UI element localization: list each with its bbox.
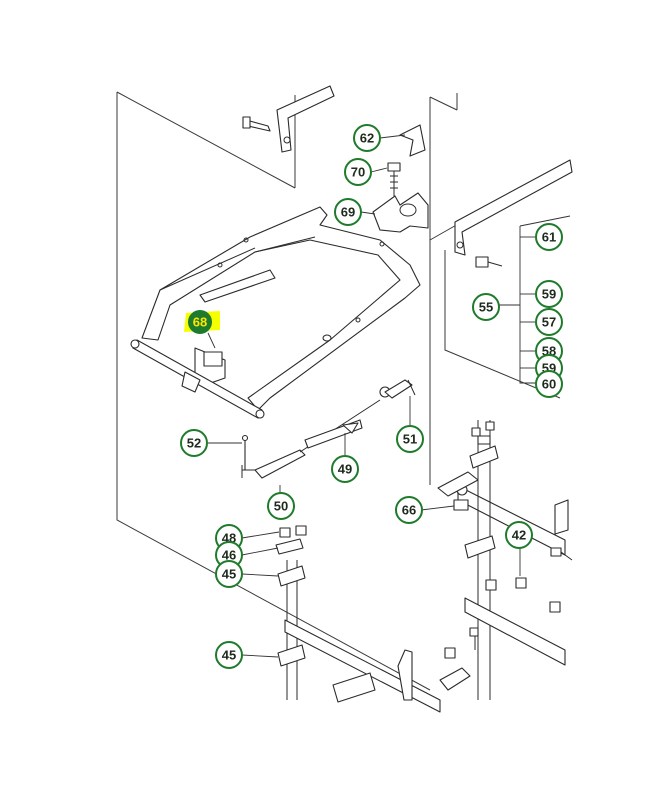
svg-text:66: 66 (402, 503, 416, 518)
callout-46[interactable]: 46 (215, 541, 243, 569)
callout-62[interactable]: 62 (353, 124, 381, 152)
frame-panels (116, 91, 561, 691)
callout-68[interactable]: 68 (188, 310, 212, 334)
callout-49[interactable]: 49 (331, 455, 359, 483)
right-shaft-assembly (420, 420, 573, 700)
callout-55[interactable]: 55 (472, 293, 500, 321)
cable-assembly-part-50 (241, 379, 416, 497)
svg-text:57: 57 (542, 315, 556, 330)
bolt-part-70 (370, 162, 401, 196)
callout-45-upper[interactable]: 45 (215, 560, 243, 588)
svg-text:60: 60 (542, 377, 556, 392)
top-bracket-part (242, 85, 335, 153)
svg-text:69: 69 (341, 205, 355, 220)
callout-69[interactable]: 69 (334, 198, 362, 226)
callout-61[interactable]: 61 (535, 223, 563, 251)
svg-text:49: 49 (338, 462, 352, 477)
pin-part-52 (208, 434, 249, 470)
callout-51[interactable]: 51 (396, 425, 424, 453)
callout-50[interactable]: 50 (267, 492, 295, 520)
callout-57[interactable]: 57 (535, 308, 563, 336)
right-rail-group (454, 159, 573, 384)
svg-text:50: 50 (274, 499, 288, 514)
svg-text:51: 51 (403, 432, 417, 447)
svg-text:70: 70 (351, 165, 365, 180)
callout-70[interactable]: 70 (344, 158, 372, 186)
callout-66[interactable]: 66 (395, 496, 423, 524)
frame-part-68 (130, 206, 421, 419)
callout-52[interactable]: 52 (180, 429, 208, 457)
svg-text:68: 68 (193, 315, 207, 330)
svg-text:46: 46 (222, 548, 236, 563)
svg-text:61: 61 (542, 230, 556, 245)
left-shaft-assembly (241, 525, 441, 713)
callout-60[interactable]: 60 (535, 370, 563, 398)
leader-68 (207, 332, 216, 349)
mount-part-69 (360, 192, 429, 233)
svg-text:62: 62 (360, 131, 374, 146)
callout-45-lower[interactable]: 45 (215, 641, 243, 669)
svg-text:52: 52 (187, 436, 201, 451)
callout-59-upper[interactable]: 59 (535, 280, 563, 308)
svg-text:45: 45 (222, 567, 236, 582)
callout-42[interactable]: 42 (505, 521, 533, 549)
svg-text:55: 55 (479, 300, 493, 315)
bracket-part-62 (379, 124, 426, 157)
svg-text:45: 45 (222, 648, 236, 663)
svg-text:59: 59 (542, 287, 556, 302)
svg-text:42: 42 (512, 528, 526, 543)
